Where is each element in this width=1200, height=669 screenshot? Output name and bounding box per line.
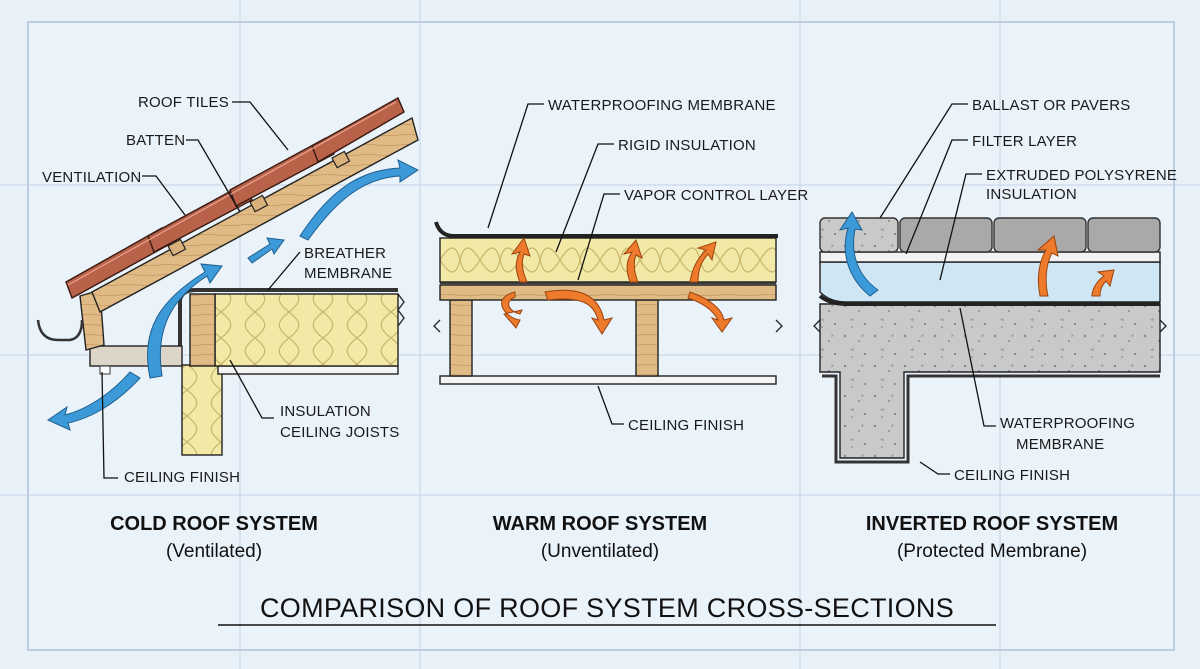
xps-insulation bbox=[819, 261, 1161, 303]
roof-tiles bbox=[65, 97, 405, 300]
ventilation-airflow-arrows bbox=[46, 159, 419, 431]
vapor-arrows bbox=[501, 236, 734, 335]
joist-post bbox=[189, 293, 216, 367]
wall-insulation bbox=[181, 364, 223, 456]
label-warm-ceiling-finish: CEILING FINISH bbox=[628, 417, 744, 434]
concrete-slab bbox=[819, 303, 1161, 459]
label-warm-membrane: WATERPROOFING MEMBRANE bbox=[548, 97, 776, 114]
label-filter-layer: FILTER LAYER bbox=[972, 133, 1077, 150]
label-insulation: INSULATION bbox=[280, 403, 371, 420]
inverted-ceiling-finish bbox=[822, 374, 1160, 464]
label-xps-insulation: INSULATION bbox=[986, 186, 1077, 203]
label-rigid-insulation: RIGID INSULATION bbox=[618, 137, 756, 154]
inverted-leader-lines bbox=[879, 103, 996, 475]
main-title: COMPARISON OF ROOF SYSTEM CROSS-SECTIONS bbox=[260, 593, 954, 623]
inverted-airflow-arrows bbox=[838, 211, 879, 297]
vapor-control-layer bbox=[440, 282, 776, 285]
battens bbox=[167, 150, 351, 257]
warm-ceiling-board bbox=[439, 375, 777, 385]
label-breather-membrane: MEMBRANE bbox=[304, 265, 392, 282]
label-breather: BREATHER bbox=[304, 245, 386, 262]
inverted-roof-section: BALLAST OR PAVERS FILTER LAYER EXTRUDED … bbox=[813, 97, 1177, 562]
label-xps: EXTRUDED POLYSYRENE bbox=[986, 167, 1177, 184]
inverted-roof-subtitle: (Protected Membrane) bbox=[897, 541, 1087, 562]
gutter bbox=[36, 319, 84, 342]
warm-joist-1 bbox=[449, 299, 473, 377]
filter-layer bbox=[819, 251, 1161, 263]
warm-deck bbox=[439, 284, 777, 301]
label-inverted-membrane: MEMBRANE bbox=[1016, 436, 1104, 453]
warm-roof-subtitle: (Unventilated) bbox=[541, 541, 659, 562]
warm-roof-title: WARM ROOF SYSTEM bbox=[493, 513, 707, 535]
cold-leader-lines bbox=[101, 101, 301, 479]
label-roof-tiles: ROOF TILES bbox=[138, 94, 229, 111]
label-batten: BATTEN bbox=[126, 132, 185, 149]
label-inverted-ceiling-finish: CEILING FINISH bbox=[954, 467, 1070, 484]
pavers bbox=[819, 217, 1161, 253]
warm-leader-lines bbox=[487, 103, 624, 425]
label-inverted-waterproofing: WATERPROOFING bbox=[1000, 415, 1135, 432]
loft-insulation bbox=[214, 293, 399, 367]
cold-roof-subtitle: (Ventilated) bbox=[166, 541, 262, 562]
inverted-roof-title: INVERTED ROOF SYSTEM bbox=[866, 513, 1118, 535]
inverted-waterproofing-membrane bbox=[818, 294, 1160, 306]
cold-roof-title: COLD ROOF SYSTEM bbox=[110, 513, 318, 535]
label-ventilation: VENTILATION bbox=[42, 169, 141, 186]
warm-waterproofing-membrane bbox=[434, 221, 778, 238]
label-ballast-pavers: BALLAST OR PAVERS bbox=[972, 97, 1130, 114]
soffit-board bbox=[89, 345, 183, 367]
cold-ceiling-board bbox=[217, 365, 399, 375]
rigid-insulation bbox=[439, 237, 777, 283]
label-ceiling-joists: CEILING JOISTS bbox=[280, 424, 400, 441]
label-cold-ceiling-finish: CEILING FINISH bbox=[124, 469, 240, 486]
warm-joist-2 bbox=[635, 299, 659, 377]
inverted-vapor-arrows bbox=[1036, 235, 1115, 297]
warm-roof-section: WATERPROOFING MEMBRANE RIGID INSULATION … bbox=[433, 97, 808, 562]
cold-roof-section: ROOF TILES BATTEN VENTILATION BREATHER M… bbox=[36, 94, 419, 562]
label-vapor-control-layer: VAPOR CONTROL LAYER bbox=[624, 187, 808, 204]
